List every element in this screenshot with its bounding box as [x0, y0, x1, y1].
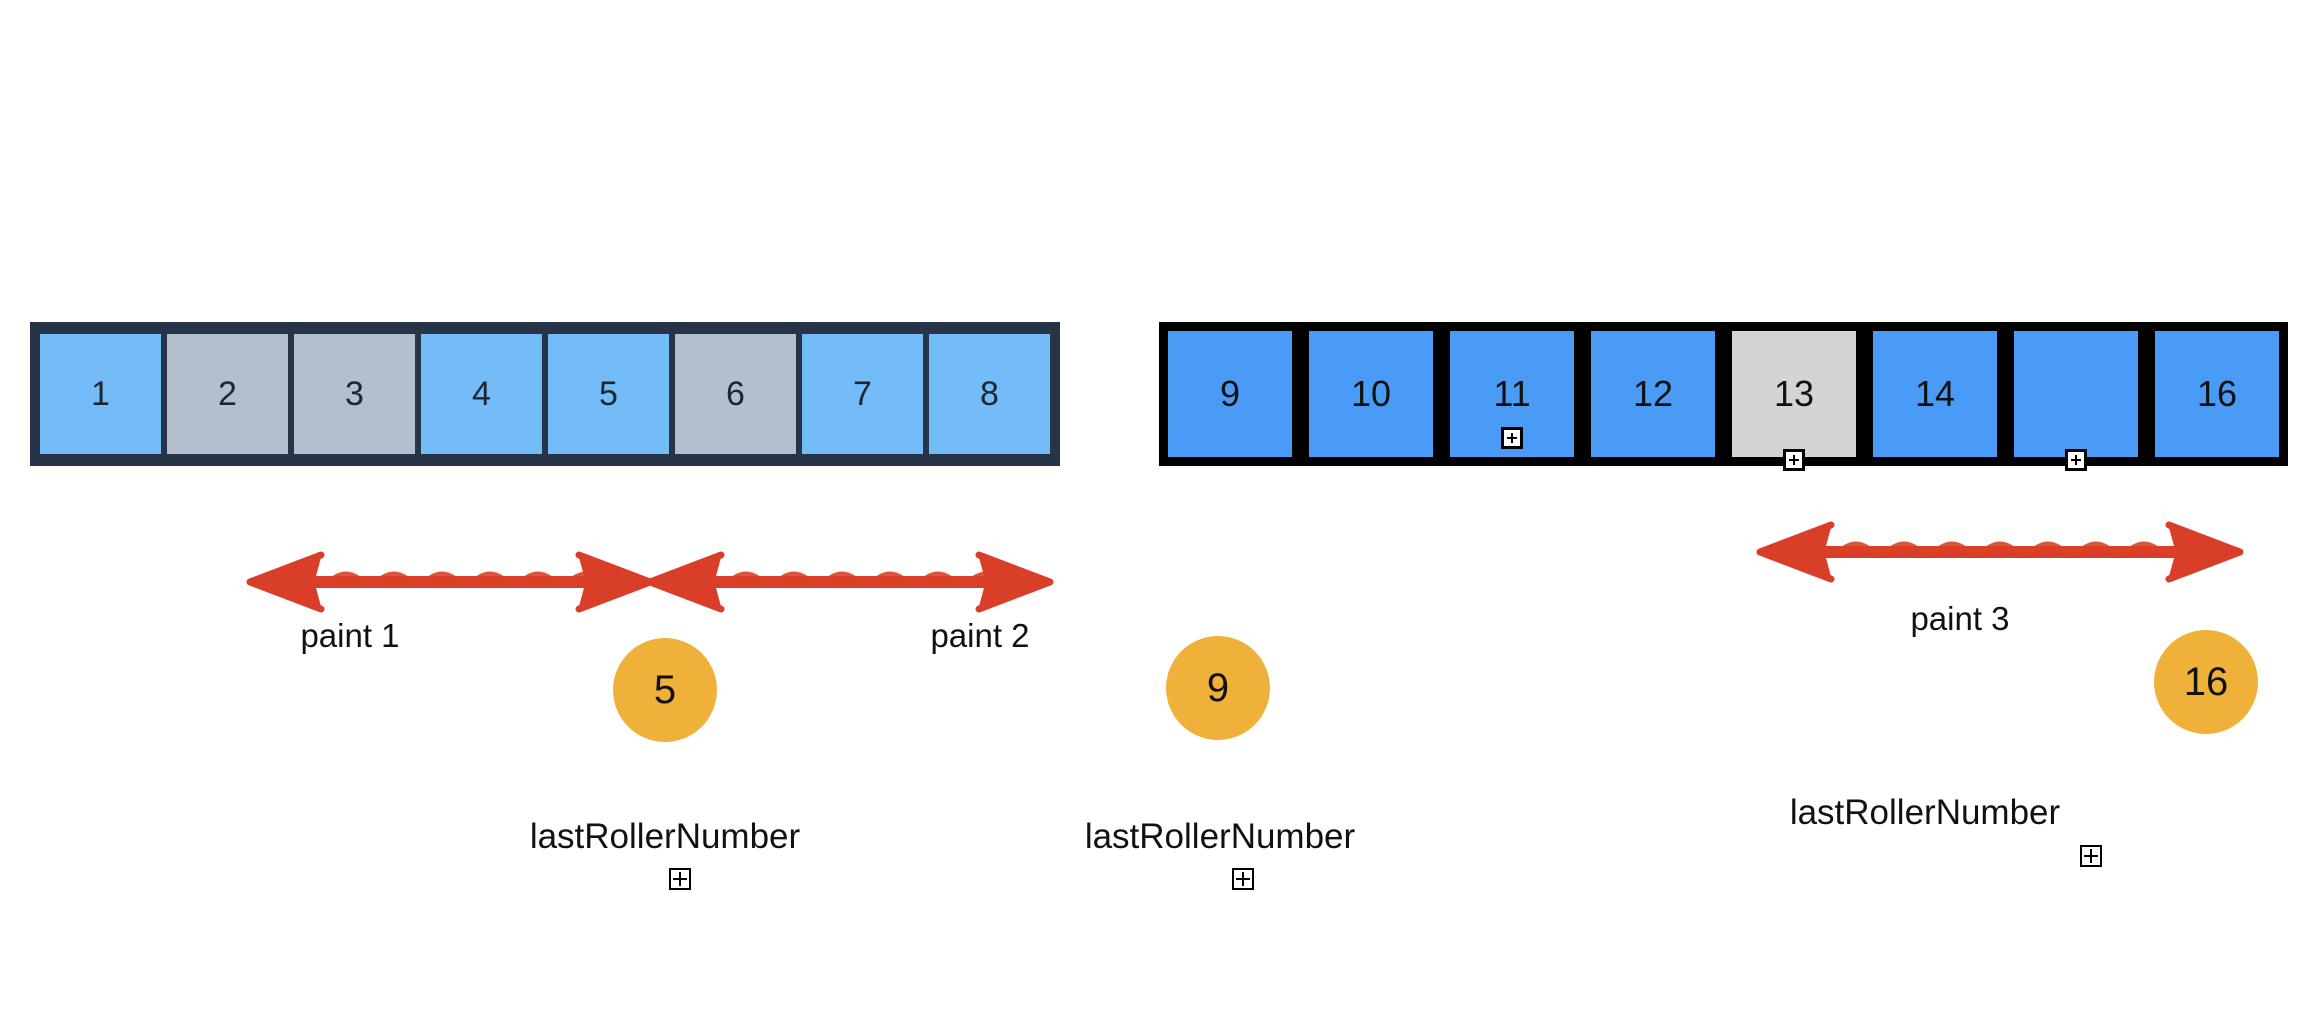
roller-cell-label: 7: [853, 374, 872, 413]
roller-cell-12[interactable]: 12: [1582, 322, 1724, 466]
roller-cell-label: 13: [1773, 373, 1815, 414]
roller-cell-3[interactable]: 3: [291, 331, 418, 457]
roller-cell-4[interactable]: 4: [418, 331, 545, 457]
roller-cell-label: 12: [1632, 373, 1674, 414]
roller-cell-label: 5: [599, 374, 618, 413]
roller-group-selected: 9 10 11 12 13 14 16: [1159, 322, 2288, 471]
last-roller-bubble-2[interactable]: 9: [1166, 636, 1270, 740]
roller-cell-label: 4: [472, 374, 491, 413]
roller-cell-15[interactable]: [2005, 322, 2147, 471]
roller-cell-9[interactable]: 9: [1159, 322, 1301, 466]
paint-1-arrow: [246, 551, 654, 613]
last-roller-bubble-1[interactable]: 5: [613, 638, 717, 742]
roller-cell-16[interactable]: 16: [2146, 322, 2288, 466]
plus-icon[interactable]: [2080, 845, 2102, 867]
roller-strip: 1 2 3 4 5 6 7 8 9 10 11 12 13 14: [0, 318, 2298, 471]
roller-group-light: 1 2 3 4 5 6 7 8: [30, 322, 1060, 466]
last-roller-bubble-3[interactable]: 16: [2154, 630, 2258, 734]
paint-3-arrow: [1756, 521, 2244, 583]
bubble-value: 16: [2183, 659, 2229, 704]
last-roller-caption-1: lastRollerNumber: [529, 817, 801, 856]
paint-2-arrow: [646, 551, 1054, 613]
roller-cell-label: 11: [1493, 373, 1531, 414]
roller-cell-11[interactable]: 11: [1441, 322, 1583, 466]
roller-cell-label: 14: [1914, 373, 1956, 414]
roller-cell-label: 9: [1219, 373, 1241, 414]
roller-cell-7[interactable]: 7: [799, 331, 926, 457]
last-roller-caption-2: lastRollerNumber: [1084, 817, 1356, 856]
roller-cell-8[interactable]: 8: [926, 331, 1053, 457]
roller-cell-label: 2: [218, 374, 237, 413]
plus-icon[interactable]: [2065, 449, 2087, 471]
roller-cell-14[interactable]: 14: [1864, 322, 2006, 466]
roller-cell-5[interactable]: 5: [545, 331, 672, 457]
roller-cell-label: 1: [91, 374, 110, 413]
roller-cell-label: 3: [345, 374, 364, 413]
last-roller-caption-3: lastRollerNumber: [1789, 793, 2061, 832]
roller-cell-label: 8: [980, 374, 999, 413]
plus-icon[interactable]: [1501, 427, 1523, 449]
plus-icon[interactable]: [1232, 868, 1254, 890]
plus-icon[interactable]: [1783, 449, 1805, 471]
bubble-value: 5: [653, 667, 677, 712]
paint-1-label: paint 1: [300, 617, 400, 654]
roller-cell-2[interactable]: 2: [164, 331, 291, 457]
paint-3-label: paint 3: [1910, 600, 2010, 637]
roller-cell-6[interactable]: 6: [672, 331, 799, 457]
roller-cell-label: 16: [2196, 373, 2238, 414]
bubble-value: 9: [1206, 665, 1230, 710]
paint-2-label: paint 2: [930, 617, 1030, 654]
plus-icon[interactable]: [669, 868, 691, 890]
roller-cell-13[interactable]: 13: [1723, 322, 1865, 471]
roller-cell-1[interactable]: 1: [37, 331, 164, 457]
roller-cell-label: 10: [1350, 373, 1392, 414]
roller-cell-10[interactable]: 10: [1300, 322, 1442, 466]
roller-cell-label: 6: [726, 374, 745, 413]
